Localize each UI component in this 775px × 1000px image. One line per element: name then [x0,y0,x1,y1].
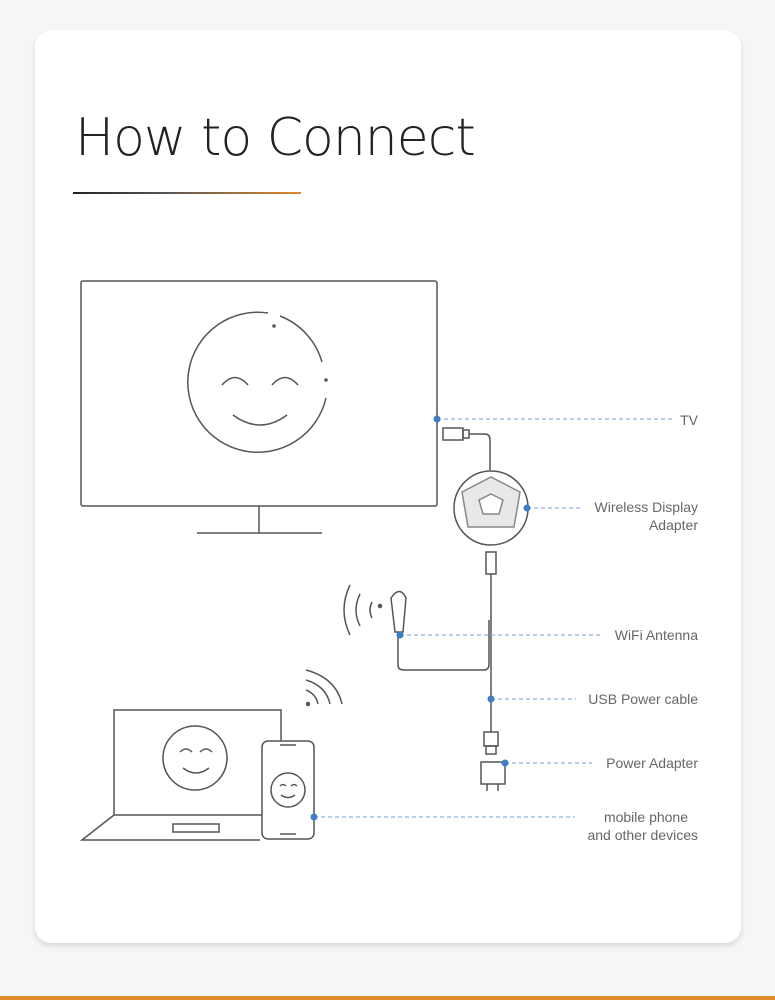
page-title: How to Connect [75,108,476,168]
label-adapter-line2: Adapter [648,517,698,533]
laptop-phone-illustration [79,669,343,841]
title-underline [73,192,301,194]
smiley-face-icon [187,311,327,453]
label-adapter-line1: Wireless Display [594,499,698,515]
bottom-accent-bar [0,996,775,1000]
label-usb-cable: USB Power cable [588,691,698,707]
antenna-illustration [343,584,490,671]
label-devices-line1: mobile phone [603,809,688,825]
label-devices: mobile phone and other devices [587,808,698,844]
label-power-adapter: Power Adapter [606,755,698,771]
tv-illustration [80,280,438,534]
callout-dots [310,415,531,821]
label-adapter: Wireless Display Adapter [595,498,698,534]
content-card [35,30,741,943]
label-tv: TV [680,412,698,428]
label-antenna: WiFi Antenna [614,627,698,643]
adapter-illustration [442,427,529,791]
label-devices-line2: and other devices [587,827,698,843]
callout-lines [314,418,673,818]
